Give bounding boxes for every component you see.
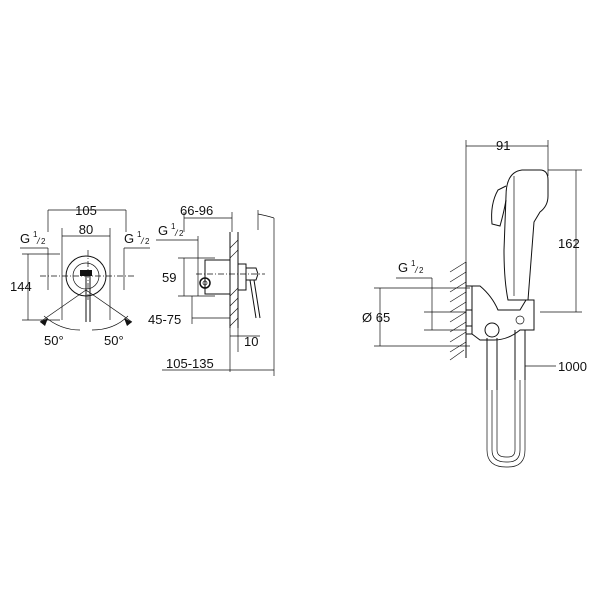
- holder-outlet: [484, 322, 500, 338]
- svg-text:2: 2: [419, 266, 424, 275]
- wall-holder: [465, 285, 535, 341]
- svg-text:1: 1: [33, 230, 38, 239]
- thread-label-right: G 1 / 2: [124, 230, 150, 246]
- dim-59: 59: [162, 270, 176, 285]
- thread-label-left: G 1 / 2: [20, 230, 46, 246]
- shower-trigger: [491, 185, 507, 227]
- svg-text:1: 1: [411, 259, 416, 268]
- front-view: 105 80 G 1 / 2 G 1 / 2 144: [10, 203, 150, 348]
- svg-text:1: 1: [171, 222, 176, 231]
- dim-91: 91: [496, 138, 510, 153]
- shower-view: 91 162 G 1 / 2 Ø 65: [362, 138, 587, 468]
- svg-text:2: 2: [145, 237, 150, 246]
- dim-144: 144: [10, 279, 32, 294]
- dim-105: 105: [75, 203, 97, 218]
- dim-45-75: 45-75: [148, 312, 181, 327]
- valve-handle-head: [80, 270, 92, 276]
- side-valve-body: [204, 259, 231, 295]
- svg-text:/: /: [174, 228, 179, 238]
- shower-head: [503, 169, 549, 301]
- side-thread-label: G 1 / 2: [158, 222, 184, 238]
- dim-1000: 1000: [558, 359, 587, 374]
- dim-10: 10: [244, 334, 258, 349]
- side-view: 66-96 G 1 / 2 59 45-75 10: [148, 203, 275, 376]
- svg-text:G: G: [158, 223, 168, 238]
- angle-right: 50°: [104, 333, 124, 348]
- side-escutcheon: [237, 263, 247, 291]
- dim-80: 80: [79, 222, 93, 237]
- svg-text:1: 1: [137, 230, 142, 239]
- side-inlet: [199, 277, 211, 289]
- dim-105-135: 105-135: [166, 356, 214, 371]
- svg-text:G: G: [20, 231, 30, 246]
- svg-text:G: G: [124, 231, 134, 246]
- svg-text:2: 2: [41, 237, 46, 246]
- svg-text:/: /: [140, 236, 145, 246]
- hose-loop: [491, 380, 521, 463]
- svg-text:/: /: [414, 265, 419, 275]
- dim-66-96: 66-96: [180, 203, 213, 218]
- svg-text:2: 2: [179, 229, 184, 238]
- dim-162: 162: [558, 236, 580, 251]
- shower-thread-label: G 1 / 2: [398, 259, 424, 275]
- svg-text:/: /: [36, 236, 41, 246]
- svg-text:G: G: [398, 260, 408, 275]
- angle-left: 50°: [44, 333, 64, 348]
- side-lever: [246, 267, 259, 281]
- dim-diameter-65: Ø 65: [362, 310, 390, 325]
